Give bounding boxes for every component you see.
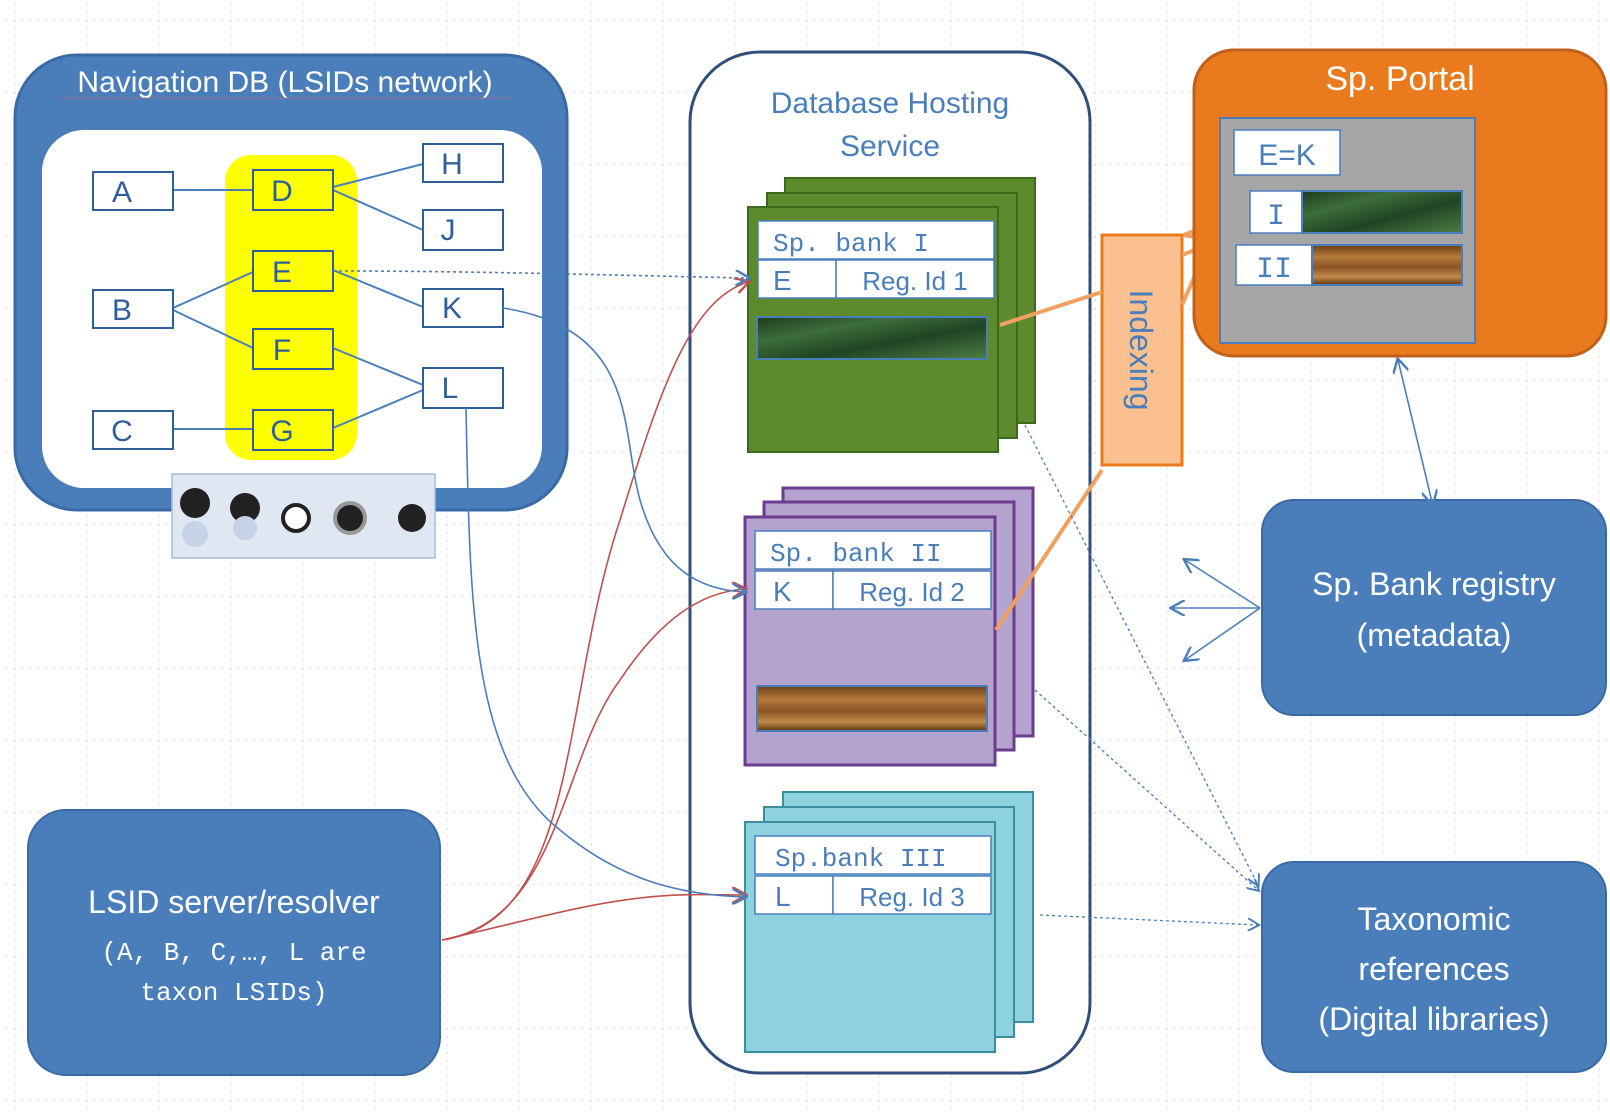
- node-d: D: [252, 169, 334, 211]
- node-a: A: [92, 171, 174, 211]
- svg-text:G: G: [270, 415, 293, 448]
- registry-box: Sp. Bank registry (metadata): [1261, 499, 1607, 716]
- taxonomic-line3: (Digital libraries): [1318, 1001, 1549, 1037]
- svg-text:H: H: [441, 148, 463, 181]
- sp-bank-3-id: L: [775, 881, 791, 912]
- navigation-links: [332, 271, 748, 897]
- node-e: E: [252, 250, 334, 292]
- hosting-title-line2: Service: [840, 130, 940, 163]
- svg-text:L: L: [442, 372, 459, 405]
- hosting-title-line1: Database Hosting: [771, 87, 1009, 120]
- node-c: C: [92, 410, 174, 450]
- network-nodes: A B C D E F G H: [92, 143, 504, 451]
- indexing-box: Indexing: [1100, 233, 1184, 467]
- sp-portal-panel: Sp. Portal E=K I II: [1192, 48, 1608, 358]
- lsid-server-box: LSID server/resolver (A, B, C,…, L are t…: [27, 809, 441, 1076]
- svg-text:F: F: [273, 334, 291, 367]
- portal-row1-label: I: [1267, 200, 1285, 234]
- sp-bank-3-name: Sp.bank III: [775, 844, 947, 874]
- highlight-column: [225, 155, 357, 460]
- sp-bank-2-reg: Reg. Id 2: [859, 577, 965, 607]
- taxonomic-line2: references: [1358, 951, 1509, 987]
- lsid-server-line1: LSID server/resolver: [88, 884, 380, 920]
- sp-bank-2-image: [756, 685, 988, 732]
- sp-bank-1-id: E: [773, 265, 792, 296]
- svg-text:C: C: [111, 415, 133, 448]
- taxonomic-line1: Taxonomic: [1358, 901, 1511, 937]
- sp-bank-1-name: Sp. bank I: [773, 229, 929, 259]
- svg-text:K: K: [442, 292, 462, 325]
- lsid-server-line2: (A, B, C,…, L are: [101, 938, 366, 968]
- portal-row2-label: II: [1256, 253, 1292, 287]
- sp-bank-3-stack: Sp.bank III L Reg. Id 3: [744, 791, 1034, 1053]
- svg-text:E: E: [272, 256, 292, 289]
- node-f: F: [252, 328, 334, 370]
- node-j: J: [422, 209, 504, 251]
- node-g: G: [252, 409, 334, 451]
- portal-row2-image: [1311, 244, 1463, 286]
- reference-links: [1024, 424, 1258, 925]
- node-l: L: [422, 367, 504, 409]
- node-b: B: [92, 289, 174, 329]
- navigation-db-title: Navigation DB (LSIDs network): [77, 66, 492, 99]
- portal-row1-image: [1301, 190, 1463, 234]
- sp-portal-title: Sp. Portal: [1325, 60, 1474, 98]
- svg-text:A: A: [112, 176, 132, 209]
- registry-links: [1172, 360, 1432, 660]
- sp-bank-2-stack: Sp. bank II K Reg. Id 2: [743, 486, 1035, 767]
- sp-bank-2-name: Sp. bank II: [770, 539, 942, 569]
- sp-bank-3-reg: Reg. Id 3: [859, 882, 965, 912]
- navigation-toolbar: [171, 473, 436, 559]
- registry-line1: Sp. Bank registry: [1312, 566, 1556, 602]
- svg-text:D: D: [271, 175, 293, 208]
- sp-bank-2-id: K: [773, 576, 792, 607]
- svg-text:B: B: [112, 294, 132, 327]
- node-k: K: [422, 288, 504, 328]
- sp-bank-1-reg: Reg. Id 1: [862, 266, 968, 296]
- indexing-label: Indexing: [1123, 290, 1159, 411]
- sp-bank-1-stack: Sp. bank I E Reg. Id 1: [747, 177, 1036, 453]
- lsid-server-line3: taxon LSIDs): [140, 978, 327, 1008]
- node-h: H: [422, 143, 504, 183]
- sp-bank-1-image: [756, 316, 988, 360]
- svg-text:J: J: [441, 214, 456, 247]
- taxonomic-box: Taxonomic references (Digital libraries): [1261, 861, 1607, 1073]
- portal-eq-label: E=K: [1258, 139, 1316, 172]
- network-edges: [172, 163, 424, 430]
- registry-line2: (metadata): [1357, 617, 1512, 653]
